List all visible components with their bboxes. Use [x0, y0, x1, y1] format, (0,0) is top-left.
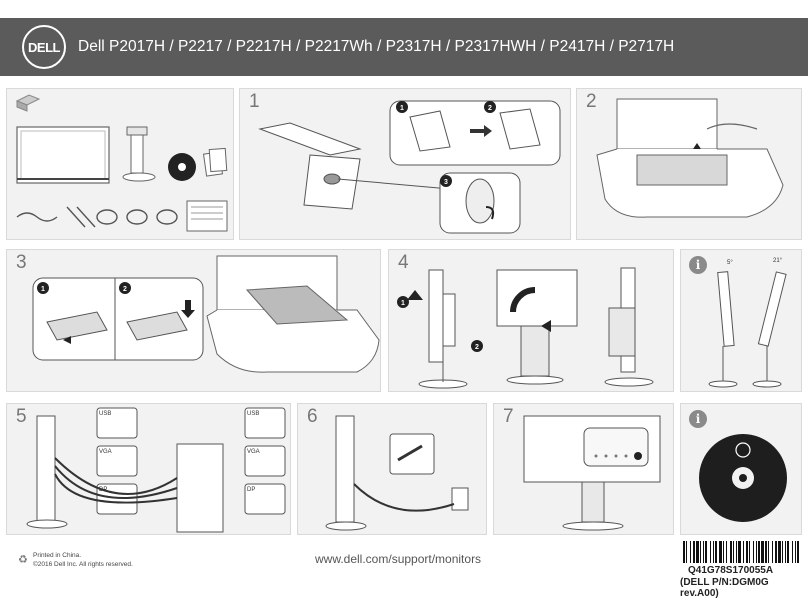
box-icon — [15, 94, 41, 112]
port-label-usb-monitor: USB — [99, 411, 111, 417]
cable-connect-illustration: USB VGA DP USB VGA DP — [26, 407, 286, 533]
power-on-illustration — [523, 415, 661, 531]
barcode-bar — [693, 541, 695, 563]
step-number: 3 — [16, 252, 27, 273]
barcode-bar — [715, 541, 717, 563]
panel-step-3: 3 1 2 — [6, 249, 381, 392]
callout-2: 2 — [123, 286, 127, 293]
callout-1: 1 — [41, 286, 45, 293]
power-cable-illustration — [325, 415, 469, 531]
step-number: 2 — [586, 91, 597, 112]
page-title: Dell P2017H / P2217 / P2217H / P2217Wh /… — [78, 38, 675, 55]
barcode-bar — [723, 541, 724, 563]
step-number: 5 — [16, 406, 27, 427]
step-number: 7 — [503, 406, 514, 427]
barcode-bar — [736, 541, 737, 563]
info-icon: i — [689, 410, 707, 428]
barcode-bar — [753, 541, 754, 563]
box-contents-illustration — [15, 94, 228, 232]
port-label-vga-pc: VGA — [247, 449, 260, 455]
barcode-bar — [705, 541, 707, 563]
step-number: 1 — [249, 91, 260, 112]
callout-2: 2 — [488, 105, 492, 112]
barcode-bar — [703, 541, 704, 563]
support-url: www.dell.com/support/monitors — [315, 552, 482, 566]
step-number: 6 — [307, 406, 318, 427]
barcode-bar — [768, 541, 769, 563]
barcode-bar — [772, 541, 773, 563]
stand-attach-illustration: 1 2 3 — [258, 100, 561, 234]
info-icon: i — [689, 256, 707, 274]
callout-1: 1 — [401, 300, 405, 307]
panel-step-6: 6 — [297, 403, 487, 535]
barcode-bar — [792, 541, 793, 563]
barcode-bar — [785, 541, 786, 563]
barcode-bar — [787, 541, 789, 563]
panel-step-7: 7 — [493, 403, 674, 535]
step-number: 4 — [398, 252, 409, 273]
barcode-bar — [746, 541, 748, 563]
barcode-bar — [710, 541, 711, 563]
barcode-bar — [730, 541, 732, 563]
barcode — [683, 541, 799, 563]
barcode-bar — [700, 541, 701, 563]
tilt-angle-illustration: 5° 21° — [708, 258, 787, 388]
barcode-bar — [761, 541, 764, 563]
panel-step-4: 4 1 2 — [388, 249, 674, 392]
barcode-bar — [775, 541, 777, 563]
panel-step-1: 1 1 2 3 — [239, 88, 571, 240]
callout-3: 3 — [444, 179, 448, 186]
document-code: Q41G78S170055A — [688, 565, 774, 576]
barcode-bar — [782, 541, 783, 563]
port-label-dp-pc: DP — [247, 487, 255, 493]
barcode-bar — [738, 541, 741, 563]
printed-text: Printed in China. — [33, 552, 82, 559]
barcode-bar — [726, 541, 727, 563]
barcode-bar — [686, 541, 687, 563]
callout-2: 2 — [475, 344, 479, 351]
brand-text: DELL — [28, 39, 60, 55]
barcode-bar — [749, 541, 750, 563]
footer-legal: Printed in China. ©2016 Dell Inc. All ri… — [33, 551, 133, 569]
panel-step-2: 2 — [576, 88, 802, 240]
tilt-rotate-illustration: 1 2 — [397, 267, 654, 389]
barcode-bar — [758, 541, 760, 563]
lift-monitor-illustration — [596, 98, 784, 218]
header-banner: DELL Dell P2017H / P2217 / P2217H / P221… — [0, 18, 808, 76]
panel-step-5: 5 USB VGA DP USB VGA DP — [6, 403, 291, 535]
barcode-bar — [795, 541, 796, 563]
barcode-bar — [765, 541, 767, 563]
barcode-bar — [696, 541, 699, 563]
barcode-bar — [690, 541, 691, 563]
barcode-bar — [778, 541, 781, 563]
barcode-bar — [683, 541, 685, 563]
barcode-bar — [797, 541, 799, 563]
tilt-forward-label: 5° — [727, 260, 733, 266]
barcode-bar — [713, 541, 714, 563]
panel-unbox — [6, 88, 234, 240]
callout-1: 1 — [400, 105, 404, 112]
copyright-text: ©2016 Dell Inc. All rights reserved. — [33, 561, 133, 568]
port-label-usb-pc: USB — [247, 411, 259, 417]
recycle-icon: ♻ — [18, 554, 28, 566]
panel-info-disc: i — [680, 403, 802, 535]
panel-info-tilt: i 5° 21° — [680, 249, 802, 392]
barcode-bar — [733, 541, 734, 563]
documentation-disc-illustration — [699, 434, 787, 522]
barcode-bar — [756, 541, 757, 563]
barcode-bar — [743, 541, 744, 563]
part-number: (DELL P/N:DGM0G rev.A00) — [680, 577, 769, 599]
barcode-bar — [719, 541, 722, 563]
stand-lock-illustration: 1 2 — [32, 255, 380, 373]
dell-logo: DELL — [22, 25, 66, 69]
port-label-vga-monitor: VGA — [99, 449, 112, 455]
tilt-back-label: 21° — [773, 258, 783, 264]
